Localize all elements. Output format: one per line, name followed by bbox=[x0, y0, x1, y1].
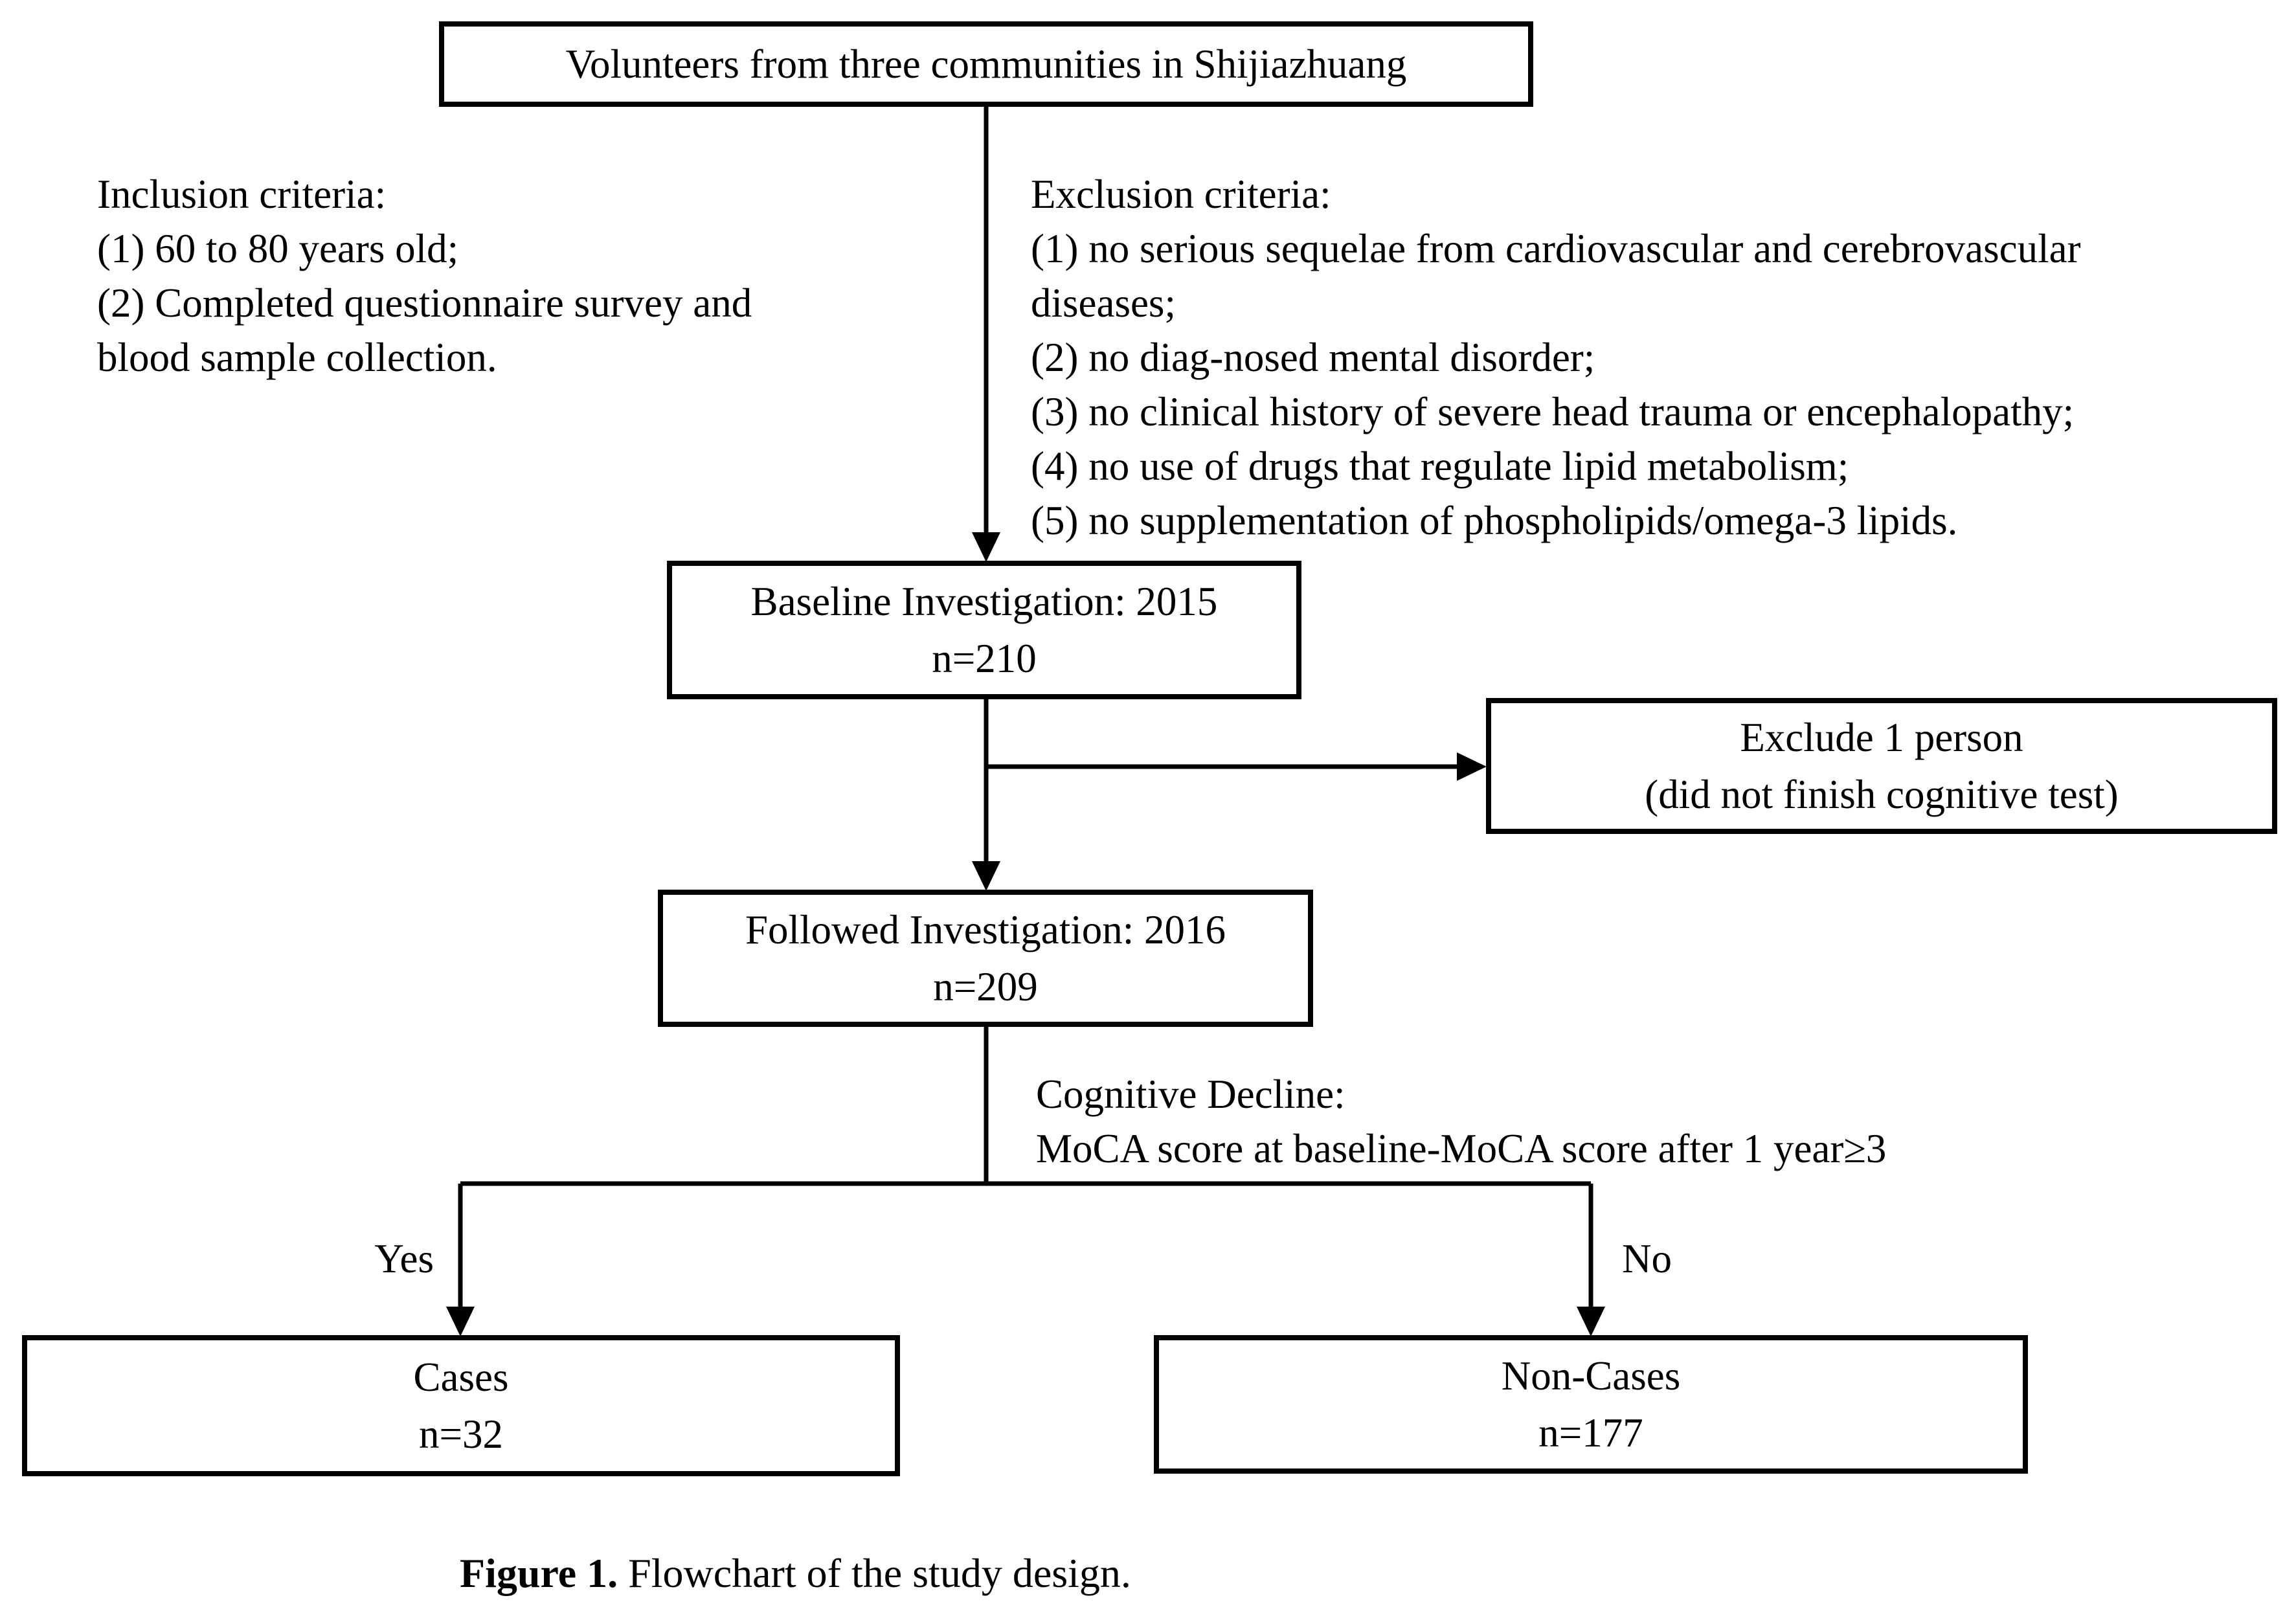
figure-caption-label: Figure 1. bbox=[460, 1550, 618, 1596]
text-line: MoCA score at baseline-MoCA score after … bbox=[1036, 1126, 1887, 1171]
text-line: Volunteers from three communities in Shi… bbox=[565, 41, 1407, 87]
text-line: Exclude 1 person bbox=[1740, 715, 2023, 760]
text-line: (1) no serious sequelae from cardiovascu… bbox=[1031, 226, 2081, 271]
text-line: Followed Investigation: 2016 bbox=[745, 907, 1226, 952]
text-line: diseases; bbox=[1031, 280, 1176, 326]
arrowhead-into-followed bbox=[972, 861, 1000, 891]
text-line: (2) Completed questionnaire survey and bbox=[97, 280, 752, 326]
text-line: Exclusion criteria: bbox=[1031, 172, 1331, 217]
exclude-person-box: Exclude 1 person (did not finish cognitiv… bbox=[1486, 698, 2277, 834]
cases-box: Cases n=32 bbox=[22, 1335, 900, 1476]
text-line: n=209 bbox=[933, 964, 1038, 1009]
baseline-investigation-box: Baseline Investigation: 2015 n=210 bbox=[667, 561, 1301, 699]
yes-branch-label: Yes bbox=[374, 1236, 434, 1281]
text-line: (4) no use of drugs that regulate lipid … bbox=[1031, 444, 1849, 489]
followed-investigation-box: Followed Investigation: 2016 n=209 bbox=[658, 890, 1313, 1027]
text-line: n=210 bbox=[932, 636, 1037, 681]
figure-caption: Figure 1. Flowchart of the study design. bbox=[460, 1547, 1131, 1599]
text-line: (did not finish cognitive test) bbox=[1645, 772, 2119, 817]
arrowhead-into-baseline bbox=[972, 532, 1000, 562]
text-line: (3) no clinical history of severe head t… bbox=[1031, 389, 2075, 434]
non-cases-box: Non-Cases n=177 bbox=[1154, 1335, 2028, 1474]
text-line: n=32 bbox=[418, 1412, 504, 1457]
text-line: (2) no diag-nosed mental disorder; bbox=[1031, 335, 1595, 380]
text-line: (5) no supplementation of phospholipids/… bbox=[1031, 498, 1958, 543]
text-line: Inclusion criteria: bbox=[97, 172, 387, 217]
text-line: Baseline Investigation: 2015 bbox=[750, 579, 1218, 624]
inclusion-criteria-text: Inclusion criteria: (1) 60 to 80 years ol… bbox=[97, 167, 752, 385]
figure-caption-text: Flowchart of the study design. bbox=[628, 1550, 1131, 1596]
text-line: Cognitive Decline: bbox=[1036, 1072, 1345, 1117]
arrowhead-into-cases bbox=[446, 1307, 475, 1336]
text-line: Cases bbox=[413, 1355, 509, 1400]
text-line: (1) 60 to 80 years old; bbox=[97, 226, 459, 271]
arrowhead-into-exclude bbox=[1457, 752, 1487, 781]
text-line: Non-Cases bbox=[1501, 1353, 1681, 1399]
cognitive-decline-criterion-text: Cognitive Decline: MoCA score at baseline… bbox=[1036, 1067, 1886, 1176]
no-branch-label: No bbox=[1622, 1236, 1672, 1281]
arrowhead-into-noncases bbox=[1577, 1307, 1605, 1336]
exclusion-criteria-text: Exclusion criteria: (1) no serious sequel… bbox=[1031, 167, 2081, 548]
volunteers-box: Volunteers from three communities in Shi… bbox=[439, 21, 1533, 107]
text-line: n=177 bbox=[1538, 1410, 1643, 1456]
text-line: blood sample collection. bbox=[97, 335, 497, 380]
